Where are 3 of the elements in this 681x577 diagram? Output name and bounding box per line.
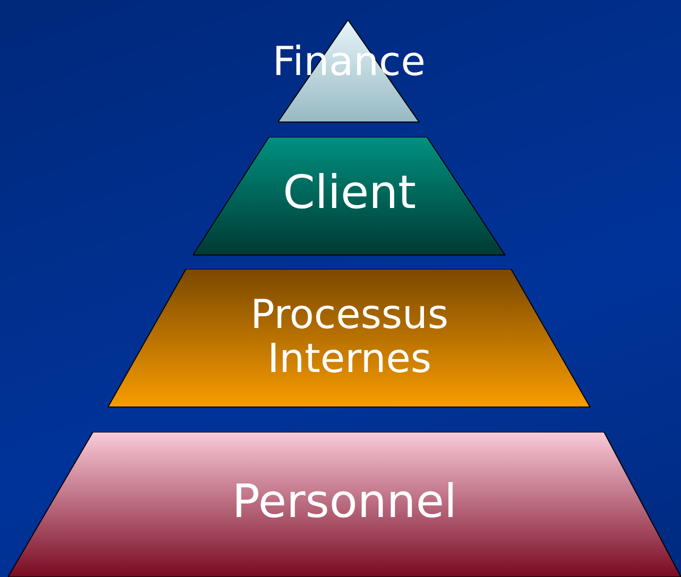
tier-label: Client: [282, 167, 416, 218]
tier-label: Personnel: [232, 476, 457, 527]
tier-label: Processus Internes: [250, 293, 450, 381]
